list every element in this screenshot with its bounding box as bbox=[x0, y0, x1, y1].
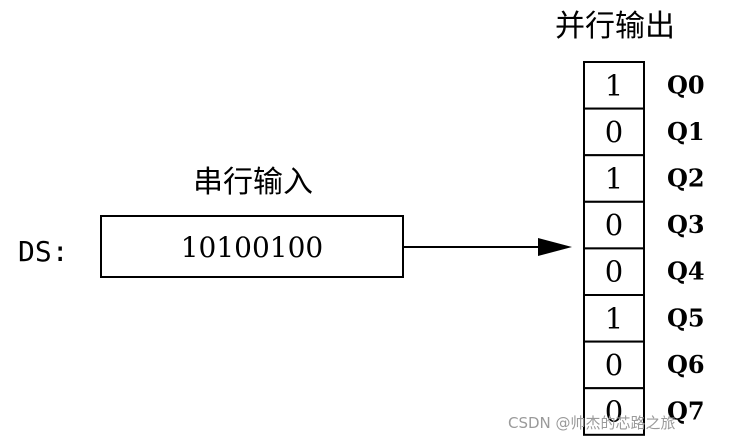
parallel-output-title: 并行输出 bbox=[555, 9, 675, 44]
shift-arrow-head bbox=[538, 238, 572, 256]
serial-input-box bbox=[100, 215, 404, 278]
register-output-label: Q5 bbox=[667, 303, 705, 332]
register-bit-value: 0 bbox=[605, 348, 623, 382]
register-bit-value: 0 bbox=[605, 208, 623, 242]
register-output-label: Q0 bbox=[667, 70, 705, 99]
register-bit-value: 1 bbox=[605, 68, 623, 102]
register-output-label: Q3 bbox=[667, 210, 705, 239]
register-bit-value: 1 bbox=[605, 162, 623, 196]
register-output-label: Q1 bbox=[667, 117, 705, 146]
register-bit-value: 0 bbox=[605, 395, 623, 429]
register-cell-q6 bbox=[583, 340, 645, 390]
serial-input-value: 10100100 bbox=[181, 231, 324, 264]
register-output-label: Q4 bbox=[667, 257, 705, 286]
register-output-label: Q7 bbox=[667, 397, 705, 426]
register-output-label: Q6 bbox=[667, 350, 705, 379]
register-bit-value: 1 bbox=[605, 301, 623, 335]
serial-input-title: 串行输入 bbox=[193, 165, 313, 200]
register-cell-q3 bbox=[583, 200, 645, 250]
register-cell-q4 bbox=[583, 247, 645, 296]
watermark-text: CSDN @帅杰的芯路之旅 bbox=[508, 414, 676, 432]
register-bit-value: 0 bbox=[605, 115, 623, 149]
register-cell-q7 bbox=[583, 387, 645, 436]
register-cell-q0 bbox=[583, 61, 645, 110]
register-cell-q5 bbox=[583, 294, 645, 343]
ds-label: DS: bbox=[18, 235, 69, 268]
register-output-label: Q2 bbox=[667, 164, 705, 193]
register-bit-value: 0 bbox=[605, 255, 623, 289]
